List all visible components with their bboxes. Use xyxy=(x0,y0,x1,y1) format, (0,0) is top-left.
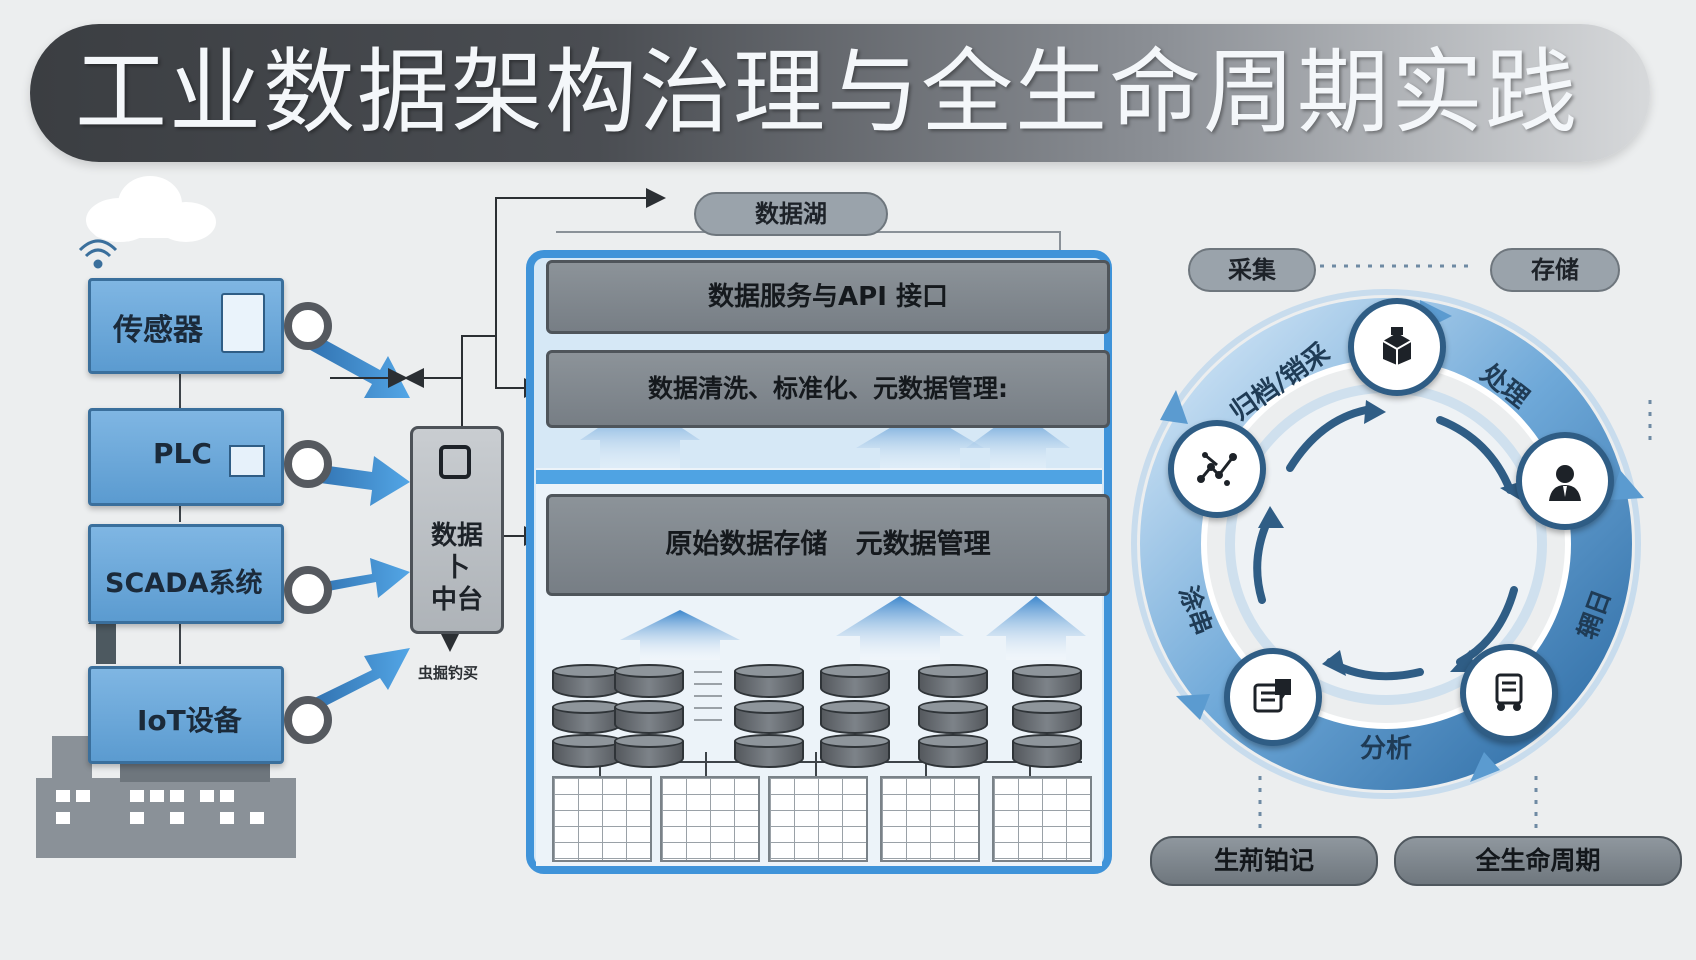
device-sensor[interactable]: 传感器 xyxy=(88,278,284,374)
data-table-icon xyxy=(660,776,760,862)
database-icon xyxy=(614,734,684,768)
data-lake-title[interactable]: 数据湖 xyxy=(694,192,888,236)
port-iot xyxy=(284,696,332,744)
port-plc xyxy=(284,440,332,488)
database-icon xyxy=(734,734,804,768)
port-sensor xyxy=(284,302,332,350)
database-icon xyxy=(918,734,988,768)
lifecycle-bottom-right-pill[interactable]: 全生命周期 xyxy=(1394,836,1682,886)
cloud-icon xyxy=(86,176,216,242)
hub-label-line1: 数据 xyxy=(430,521,483,551)
database-icon xyxy=(918,700,988,734)
node-storage[interactable] xyxy=(1348,298,1446,396)
port-scada xyxy=(284,566,332,614)
database-icon xyxy=(820,700,890,734)
display-icon xyxy=(229,445,265,477)
device-scada[interactable]: SCADA系统 xyxy=(88,524,284,624)
database-icon xyxy=(552,700,622,734)
database-icon xyxy=(1012,734,1082,768)
arc-label-analyze: 分析 xyxy=(1360,734,1413,764)
database-icon xyxy=(614,664,684,698)
hub-label-line3: 中台 xyxy=(430,585,483,615)
layer-api-service[interactable]: 数据服务与API 接口 xyxy=(546,260,1110,334)
page-title: 工业数据架构治理与全生命周期实践 xyxy=(75,39,1580,146)
document-gear-icon xyxy=(1495,673,1523,711)
data-table-icon xyxy=(552,776,652,862)
database-icon xyxy=(1012,700,1082,734)
title-banner xyxy=(30,24,1650,162)
database-icon xyxy=(1012,664,1082,698)
database-icon xyxy=(552,734,622,768)
device-scada-label: SCADA系统 xyxy=(105,568,263,599)
stage-store-pill[interactable]: 存储 xyxy=(1490,248,1620,292)
node-right-lower[interactable] xyxy=(1460,644,1558,742)
box-stack-icon xyxy=(1382,327,1412,365)
device-plc[interactable]: PLC xyxy=(88,408,284,506)
network-chart-icon xyxy=(1197,452,1237,486)
device-iot-label: IoT设备 xyxy=(137,704,242,737)
device-plc-label: PLC xyxy=(153,437,212,470)
data-middle-platform[interactable]: 数据 卜 中台 xyxy=(410,426,504,634)
database-icon xyxy=(820,664,890,698)
server-icon xyxy=(221,293,265,353)
factory-illustration xyxy=(36,736,296,858)
person-icon xyxy=(1549,465,1581,501)
hub-label-line2: 卜 xyxy=(443,553,470,583)
report-chat-icon xyxy=(1253,679,1291,713)
database-icon xyxy=(552,664,622,698)
lifecycle-bottom-left-pill[interactable]: 生荊铂记 xyxy=(1150,836,1378,886)
hub-output-label: 虫掘钓买 xyxy=(418,664,479,682)
database-icon xyxy=(820,734,890,768)
stage-collect-pill[interactable]: 采集 xyxy=(1188,248,1316,292)
data-table-icon xyxy=(992,776,1092,862)
node-collect[interactable] xyxy=(1168,420,1266,518)
hub-icon xyxy=(439,445,471,479)
device-sensor-label: 传感器 xyxy=(113,313,203,348)
device-iot[interactable]: IoT设备 xyxy=(88,666,284,764)
node-process[interactable] xyxy=(1516,432,1614,530)
data-table-icon xyxy=(880,776,980,862)
database-icon xyxy=(614,700,684,734)
wifi-icon xyxy=(78,239,118,269)
database-icon xyxy=(734,700,804,734)
layer-cleansing[interactable]: 数据清洗、标准化、元数据管理: xyxy=(546,350,1110,428)
database-icon xyxy=(734,664,804,698)
database-icon xyxy=(918,664,988,698)
data-table-icon xyxy=(768,776,868,862)
layer-raw-storage[interactable]: 原始数据存储 元数据管理 xyxy=(546,494,1110,596)
node-analyze[interactable] xyxy=(1224,648,1322,746)
